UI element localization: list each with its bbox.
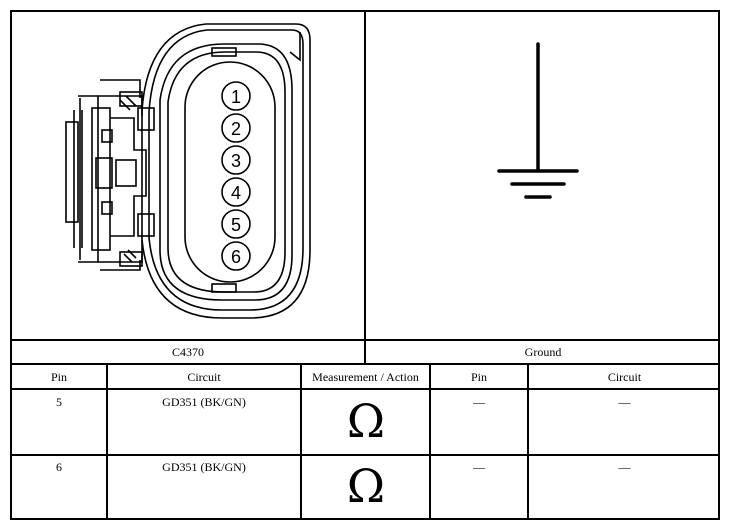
row-divider [10,454,720,456]
table-row-1-pin-2: — [473,395,485,409]
pin-label-3: 3 [231,151,241,171]
table-row-1-pin: 5 [56,395,62,409]
header-circuit: Circuit [187,370,221,384]
col-divider-2 [300,364,302,520]
ground-label: Ground [524,345,562,359]
pin-label-1: 1 [231,87,241,107]
pin-label-5: 5 [231,215,241,235]
header-row-bottom-line [10,388,720,390]
table-row-2-pin-2: — [473,460,485,474]
top-divider [364,10,366,364]
table-row-2-ohm-symbol: Ω [346,459,386,513]
table-row-2-circuit: GD351 (BK/GN) [162,460,246,474]
pin-label-4: 4 [231,183,241,203]
header-measurement: Measurement / Action [312,370,419,384]
table-row-2-circuit-2: — [618,460,631,474]
pin-label-2: 2 [231,119,241,139]
col-divider-3 [429,364,431,520]
pin-label-6: 6 [231,247,241,267]
header-circuit-2: Circuit [607,370,642,384]
label-row-top-line [10,339,720,341]
table-row-1-circuit-2: — [618,395,631,409]
table-row-1-ohm-symbol: Ω [346,394,386,448]
header-pin-2: Pin [470,370,487,384]
col-divider-4 [527,364,529,520]
table-row-1-circuit: GD351 (BK/GN) [162,395,246,409]
table-row-2-pin: 6 [56,460,62,474]
col-divider-1 [106,364,108,520]
header-row-top-line [10,363,720,365]
connector-name: C4370 [171,345,204,359]
header-pin: Pin [50,370,67,384]
